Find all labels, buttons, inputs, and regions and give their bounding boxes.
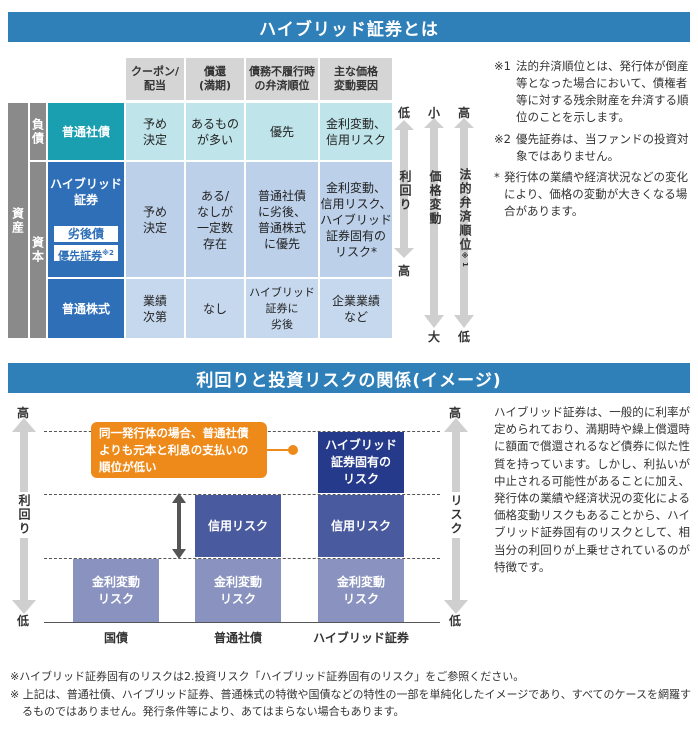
subordinated-bond-label: 劣後債 bbox=[54, 226, 118, 242]
bar-govbond-rate: 金利変動 リスク bbox=[73, 559, 159, 622]
side-debt-label: 負債 bbox=[30, 103, 46, 160]
bar-corp-rate: 金利変動 リスク bbox=[195, 559, 281, 622]
arrow1-bottom: 高 bbox=[398, 264, 411, 278]
row-corporate-bond: 普通社債 bbox=[48, 103, 124, 160]
preferred-securities-label: 優先証券※2 bbox=[54, 245, 118, 263]
section2-description: ハイブリッド証券は、一般的に利率が定められており、満期時や繰上償還時に額面で償還… bbox=[494, 405, 690, 574]
side-capital-label: 資本 bbox=[30, 162, 46, 338]
column-corpbond: 普通社債 bbox=[213, 631, 262, 645]
cell-hybrid-price: 金利変動、 信用リスク、 ハイブリッド 証券固有の リスク* bbox=[320, 162, 392, 277]
column-hybrid: ハイブリッド証券 bbox=[313, 631, 409, 645]
left-axis-label: 利回り bbox=[16, 492, 33, 538]
grid-line-middle bbox=[44, 494, 440, 495]
callout-dot bbox=[288, 445, 298, 455]
baseline bbox=[44, 622, 440, 623]
arrow3-top: 高 bbox=[458, 106, 471, 120]
cell-bond-coupon: 予め 決定 bbox=[126, 103, 184, 160]
row-common-stock: 普通株式 bbox=[48, 279, 124, 338]
cell-bond-redemption: あるもの が多い bbox=[186, 103, 244, 160]
cell-stock-coupon: 業績 次第 bbox=[126, 279, 184, 338]
grid-line-bottom bbox=[44, 558, 440, 559]
callout-connector bbox=[267, 449, 293, 451]
arrow2-top: 小 bbox=[428, 106, 441, 120]
header-coupon: クーポン/ 配当 bbox=[126, 58, 184, 100]
cell-hybrid-redemption: ある/ なしが 一定数 存在 bbox=[186, 162, 244, 277]
bar-corp-credit: 信用リスク bbox=[195, 495, 281, 557]
cell-stock-price: 企業業績 など bbox=[320, 279, 392, 338]
gap-arrow bbox=[172, 493, 186, 559]
cell-hybrid-coupon: 予め 決定 bbox=[126, 162, 184, 277]
cell-bond-price: 金利変動、 信用リスク bbox=[320, 103, 392, 160]
right-axis-bottom: 低 bbox=[449, 614, 462, 628]
arrow1-label: 利回り bbox=[398, 170, 412, 212]
cell-bond-priority: 優先 bbox=[246, 103, 318, 160]
bar-hybrid-specific: ハイブリッド 証券固有の リスク bbox=[318, 432, 404, 493]
arrow3-bottom: 低 bbox=[458, 330, 471, 344]
bar-hybrid-rate: 金利変動 リスク bbox=[318, 559, 404, 622]
arrow2-label: 価格変動 bbox=[428, 170, 442, 226]
header-price-factor: 主な価格 変動要因 bbox=[320, 58, 392, 100]
right-axis-top: 高 bbox=[449, 406, 462, 420]
footnote-1: ※ハイブリッド証券固有のリスクは2.投資リスク「ハイブリッド証券固有のリスク」を… bbox=[10, 670, 525, 683]
arrow2-bottom: 大 bbox=[428, 330, 441, 344]
row-hybrid: ハイブリッド 証券 劣後債 優先証券※2 bbox=[48, 162, 124, 277]
cell-stock-priority: ハイブリッド 証券に 劣後 bbox=[246, 279, 318, 338]
callout-box: 同一発行体の場合、普通社債 よりも元本と利息の支払いの 順位が低い bbox=[91, 422, 267, 478]
row-hybrid-label: ハイブリッド 証券 bbox=[50, 177, 122, 207]
header-priority: 債務不履行時 の弁済順位 bbox=[246, 58, 318, 100]
left-axis-top: 高 bbox=[17, 406, 30, 420]
section1-title: ハイブリッド証券とは bbox=[8, 12, 690, 42]
right-axis-label: リスク bbox=[448, 492, 465, 538]
section1-arrows bbox=[394, 118, 474, 328]
cell-hybrid-priority: 普通社債 に劣後、 普通株式 に優先 bbox=[246, 162, 318, 277]
side-asset-label: 資産 bbox=[8, 103, 28, 338]
left-axis-bottom: 低 bbox=[17, 614, 30, 628]
header-redemption: 償還 (満期) bbox=[186, 58, 244, 100]
cell-stock-redemption: なし bbox=[186, 279, 244, 338]
arrow1-top: 低 bbox=[398, 106, 411, 120]
section2-title: 利回りと投資リスクの関係(イメージ) bbox=[8, 363, 690, 393]
bar-hybrid-credit: 信用リスク bbox=[318, 495, 404, 557]
column-govbond: 国債 bbox=[103, 631, 128, 645]
note-3: *発行体の業績や経済状況などの変化により、価格の変動が大きくなる場合があります。 bbox=[494, 170, 688, 218]
arrow3-label: 法的弁済順位※1 bbox=[458, 168, 472, 269]
footnote-2: ※ 上記は、普通社債、ハイブリッド証券、普通株式の特徴や国債などの特性の一部を単… bbox=[10, 688, 691, 718]
